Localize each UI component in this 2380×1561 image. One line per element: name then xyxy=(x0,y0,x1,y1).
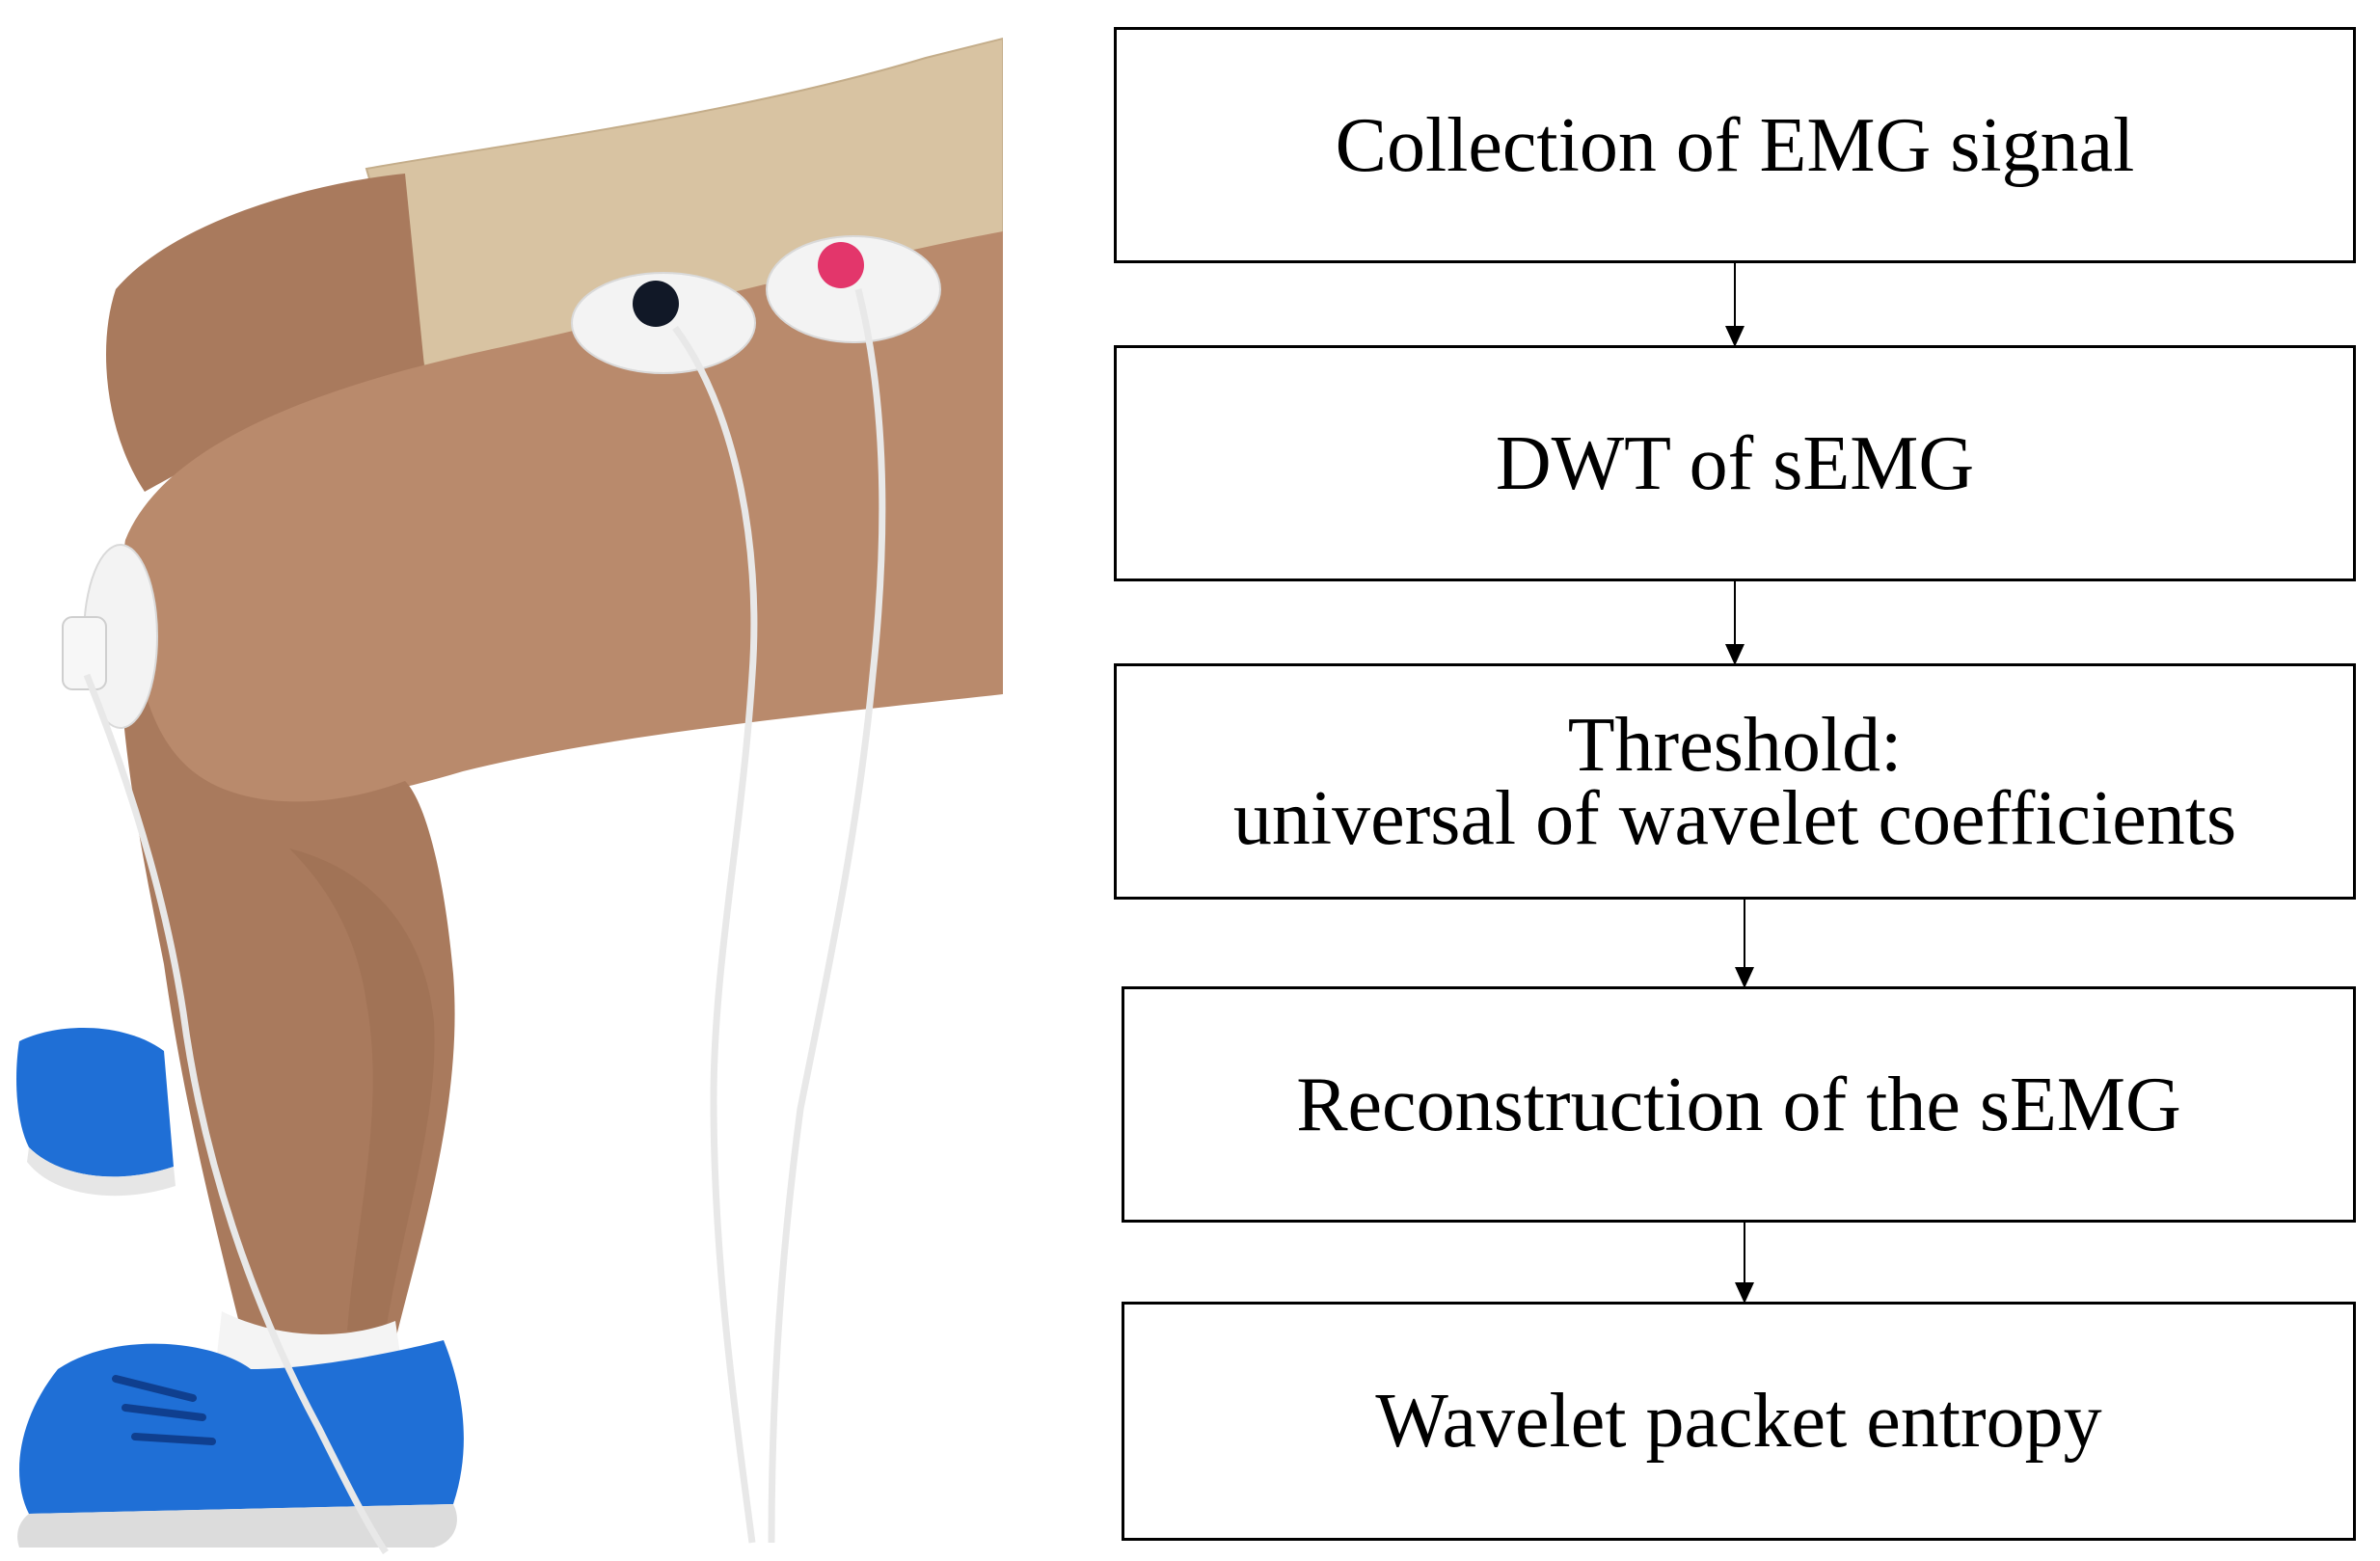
calf-shadow xyxy=(289,848,435,1331)
back-thigh xyxy=(106,174,424,492)
front-thigh xyxy=(123,231,1003,804)
arrow-4 xyxy=(1735,1223,1754,1304)
step-dwt-label: DWT of sEMG xyxy=(1495,420,1975,506)
front-shoe-sole xyxy=(17,1504,457,1548)
red-lead-cable xyxy=(768,288,886,1544)
knee-lead-cable xyxy=(83,673,389,1554)
step-threshold-line-2: universal of wavelet coefficients xyxy=(1232,775,2237,861)
shoe-laces xyxy=(112,1375,216,1445)
back-shoe xyxy=(16,1028,175,1177)
arrow-2 xyxy=(1725,581,1744,665)
knee-electrode-clip xyxy=(62,616,107,690)
leg-electrode-photo xyxy=(0,0,1003,1561)
step-entropy-box: Wavelet packet entropy xyxy=(1122,1302,2356,1541)
step-entropy-label: Wavelet packet entropy xyxy=(1375,1379,2102,1464)
step-reconstruction-label: Reconstruction of the sEMG xyxy=(1296,1062,2181,1147)
black-lead-snap xyxy=(633,281,679,327)
step-threshold-box: Threshold: universal of wavelet coeffici… xyxy=(1114,663,2356,900)
step-collection-box: Collection of EMG signal xyxy=(1114,27,2356,263)
red-lead-snap xyxy=(818,242,864,288)
step-threshold-label: Threshold: universal of wavelet coeffici… xyxy=(1232,702,2237,861)
back-shoe-sole xyxy=(27,1147,176,1197)
step-collection-label: Collection of EMG signal xyxy=(1335,102,2135,188)
step-dwt-box: DWT of sEMG xyxy=(1114,345,2356,581)
front-shoe xyxy=(19,1340,464,1514)
step-reconstruction-box: Reconstruction of the sEMG xyxy=(1122,986,2356,1223)
arrow-1 xyxy=(1725,263,1744,347)
black-lead-cable xyxy=(672,325,758,1544)
step-threshold-line-1: Threshold: xyxy=(1567,702,1903,788)
arrow-3 xyxy=(1735,900,1754,988)
thigh-electrode-pad-2 xyxy=(766,235,941,343)
